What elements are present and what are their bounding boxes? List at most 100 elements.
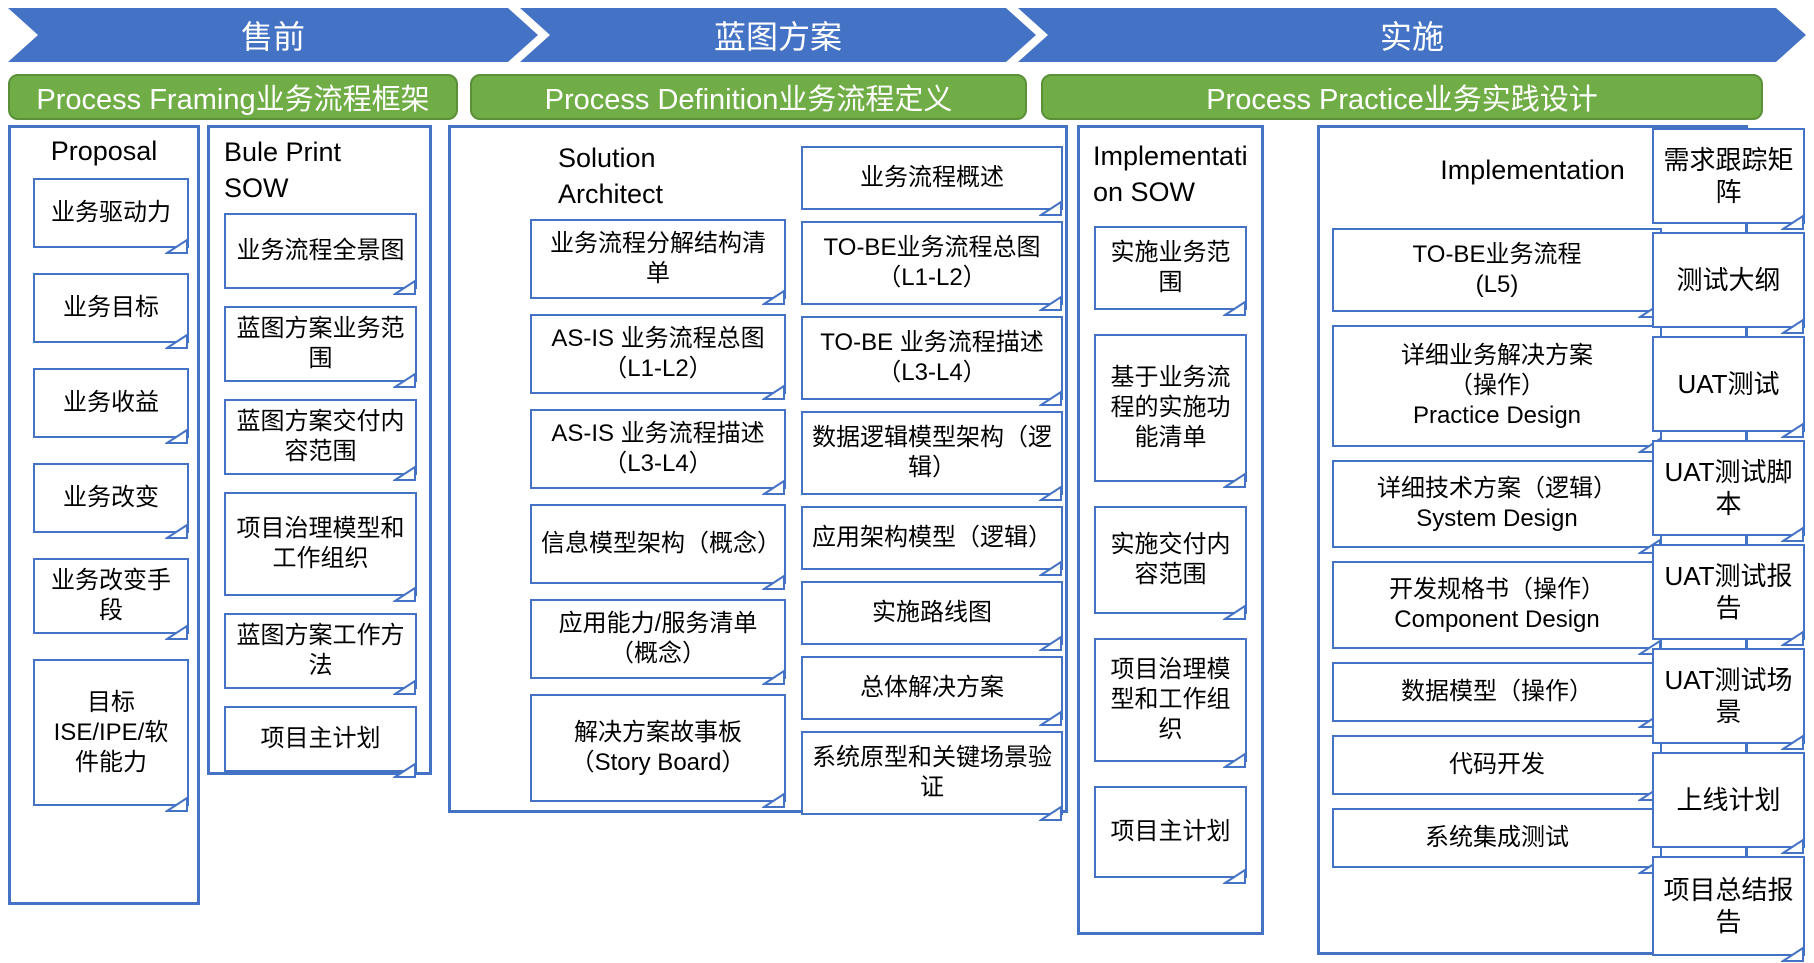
deliverable-label: 业务目标 (63, 294, 159, 322)
phase-label: 蓝图方案 (713, 19, 842, 55)
deliverable-label: UAT测试场景 (1664, 664, 1793, 728)
deliverable-label: 业务改变 (63, 484, 159, 512)
deliverable-box: 目标 ISE/IPE/软件能力 (33, 659, 189, 813)
folded-corner-icon (165, 796, 188, 813)
deliverable-box: AS-IS 业务流程总图（L1-L2） (530, 313, 786, 400)
deliverable-box: 数据模型（操作） (1332, 662, 1662, 729)
deliverable-box: 详细业务解决方案 （操作） Practice Design (1332, 325, 1662, 454)
deliverable-label: 业务驱动力 (51, 199, 171, 227)
folded-corner-icon (762, 574, 785, 590)
deliverable-box: 项目治理模型和工作组织 (224, 491, 417, 602)
deliverable-label: 基于业务流程的实施功能清单 (1110, 363, 1231, 451)
deliverable-label: 测试大纲 (1676, 264, 1781, 295)
deliverable-box: UAT测试脚本 (1652, 440, 1805, 542)
deliverable-label: 应用架构模型（逻辑） (812, 524, 1052, 551)
container-title: Bule Print SOW (224, 137, 342, 204)
deliverable-label: 系统原型和关键场景验证 (812, 744, 1052, 801)
deliverable-box: 项目主计划 (224, 705, 417, 778)
deliverable-box: 业务改变手段 (33, 558, 189, 641)
stage-label: Process Practice业务实践设计 (1206, 84, 1598, 116)
definition-output-deliverables: 业务流程概述 TO-BE业务流程总图（L1-L2） TO-BE 业务流程描述（L… (801, 146, 1063, 821)
deliverable-label: 系统集成测试 (1425, 824, 1569, 852)
deliverable-box: 业务驱动力 (33, 178, 189, 255)
folded-corner-icon (393, 762, 416, 778)
deliverable-box: 解决方案故事板（Story Board） (530, 693, 786, 808)
deliverable-label: AS-IS 业务流程描述（L3-L4） (551, 419, 765, 477)
folded-corner-icon (1039, 805, 1062, 821)
deliverable-box: 业务流程全景图 (224, 212, 417, 295)
folded-corner-icon (1781, 630, 1804, 646)
deliverable-label: 实施交付内容范围 (1110, 530, 1231, 588)
implementation-sow-container: Implementation SOW 实施业务范围 基于业务流程的实施功能清单 … (1077, 125, 1264, 935)
deliverable-label: 蓝图方案交付内容范围 (236, 407, 405, 465)
deliverable-label: TO-BE业务流程总图（L1-L2） (823, 234, 1041, 291)
stage-header-process-definition: Process Definition业务流程定义 (470, 74, 1027, 120)
deliverable-box: 实施业务范围 (1094, 225, 1247, 316)
deliverable-label: 数据模型（操作） (1401, 678, 1593, 706)
deliverable-box: 项目治理模型和工作组织 (1094, 637, 1247, 768)
stage-label: Process Definition业务流程定义 (544, 84, 953, 116)
deliverable-label: 实施路线图 (872, 599, 992, 626)
folded-corner-icon (1039, 295, 1062, 311)
deliverable-label: UAT测试脚本 (1664, 456, 1793, 520)
deliverable-box: 需求跟踪矩阵 (1652, 128, 1805, 230)
deliverable-box: 数据逻辑模型架构（逻辑） (801, 411, 1063, 501)
deliverable-label: 业务流程全景图 (236, 236, 405, 264)
deliverable-box: 上线计划 (1652, 752, 1805, 854)
phase-chevron-implementation: 实施 (1018, 8, 1806, 62)
deliverable-label: 业务流程概述 (860, 164, 1004, 191)
deliverable-label: TO-BE 业务流程描述（L3-L4） (820, 329, 1044, 386)
stage-header-process-practice: Process Practice业务实践设计 (1041, 74, 1763, 120)
deliverable-label: 目标 ISE/IPE/软件能力 (53, 688, 169, 776)
container-title: Implementation (1440, 155, 1625, 185)
blueprint-sow-container: Bule Print SOW 业务流程全景图 蓝图方案业务范围 蓝图方案交付内容… (207, 125, 432, 778)
proposal-deliverables: 业务驱动力 业务目标 业务收益 业务改变 业务改变手段 目标 ISE/IPE/软… (33, 178, 189, 813)
container-title: Solution Architect (558, 143, 664, 210)
deliverable-label: 上线计划 (1676, 784, 1781, 815)
folded-corner-icon (1781, 214, 1804, 230)
deliverable-box: 系统原型和关键场景验证 (801, 731, 1063, 821)
folded-corner-icon (1039, 485, 1062, 501)
container-title: Implementation SOW (1093, 141, 1248, 208)
solution-architect-column: Solution Architect 业务流程分解结构清单 AS-IS 业务流程… (530, 138, 786, 808)
deliverable-box: 业务流程概述 (801, 146, 1063, 216)
deliverable-box: 业务改变 (33, 463, 189, 540)
deliverable-box: 蓝图方案交付内容范围 (224, 398, 417, 481)
folded-corner-icon (165, 428, 188, 445)
deliverable-label: 详细技术方案（逻辑） System Design (1377, 475, 1617, 533)
deliverable-label: TO-BE业务流程 (L5) (1412, 241, 1582, 299)
deliverable-label: 应用能力/服务清单（概念） (558, 609, 758, 667)
deliverable-label: 开发规格书（操作） Component Design (1389, 576, 1605, 634)
deliverable-box: 实施路线图 (801, 581, 1063, 651)
folded-corner-icon (1223, 752, 1246, 768)
deliverable-label: 项目主计划 (1110, 817, 1231, 845)
folded-corner-icon (1223, 604, 1246, 620)
deliverable-box: AS-IS 业务流程描述（L3-L4） (530, 408, 786, 495)
folded-corner-icon (762, 669, 785, 685)
deliverable-label: UAT测试 (1677, 368, 1780, 399)
deliverable-box: UAT测试场景 (1652, 648, 1805, 750)
deliverable-box: 业务目标 (33, 273, 189, 350)
proposal-container: Proposal 业务驱动力 业务目标 业务收益 业务改变 业务改变手段 目标 … (8, 125, 200, 905)
phase-label: 实施 (1379, 19, 1444, 55)
folded-corner-icon (1781, 734, 1804, 750)
folded-corner-icon (1781, 946, 1804, 962)
deliverable-box: 系统集成测试 (1332, 808, 1662, 875)
blueprint-sow-deliverables: 业务流程全景图 蓝图方案业务范围 蓝图方案交付内容范围 项目治理模型和工作组织 … (224, 212, 417, 778)
folded-corner-icon (1039, 200, 1062, 216)
deliverable-label: 信息模型架构（概念） (541, 529, 781, 557)
deliverable-label: 需求跟踪矩阵 (1663, 144, 1794, 208)
deliverable-box: 项目总结报告 (1652, 856, 1805, 962)
implementation-sow-deliverables: 实施业务范围 基于业务流程的实施功能清单 实施交付内容范围 项目治理模型和工作组… (1094, 225, 1247, 884)
phase-chevron-blueprint: 蓝图方案 (520, 8, 1036, 62)
deliverable-label: 项目治理模型和工作组织 (236, 514, 405, 572)
folded-corner-icon (1781, 838, 1804, 854)
folded-corner-icon (165, 238, 188, 255)
folded-corner-icon (762, 479, 785, 495)
folded-corner-icon (1039, 390, 1062, 406)
deliverable-box: TO-BE 业务流程描述（L3-L4） (801, 316, 1063, 406)
deliverable-box: 业务流程分解结构清单 (530, 218, 786, 305)
deliverable-box: 开发规格书（操作） Component Design (1332, 561, 1662, 656)
folded-corner-icon (1781, 318, 1804, 334)
deliverable-box: 测试大纲 (1652, 232, 1805, 334)
